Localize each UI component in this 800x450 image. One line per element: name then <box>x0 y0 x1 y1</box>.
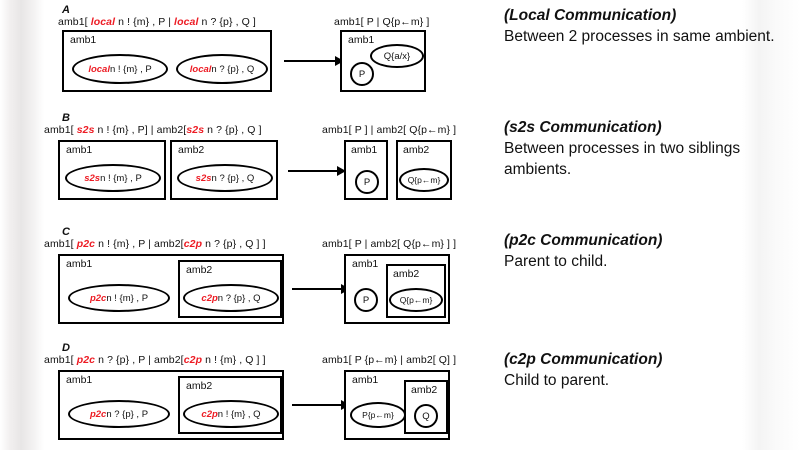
ambient-label-amb1: amb1 <box>70 34 97 46</box>
panel-c-result-outer-ambient-box: amb1 P amb2 Q{p←m} <box>344 254 450 324</box>
process-ellipse-send: p2c n ! {m} , P <box>68 284 170 312</box>
description-s2s: (s2s Communication) Between processes in… <box>504 118 790 180</box>
panel-b-source-ambient-box-2: amb2 s2s n ? {p} , Q <box>170 140 278 200</box>
description-p2c: (p2c Communication) Parent to child. <box>504 231 790 272</box>
process-ellipse-send: s2s n ! {m} , P <box>65 164 161 192</box>
panel-c-source-formula: amb1[ p2c n ! {m} , P | amb2[c2p n ? {p}… <box>44 238 266 250</box>
process-ellipse-q-subst: Q{p←m} <box>389 288 443 312</box>
panel-b-source-ambient-box-1: amb1 s2s n ! {m} , P <box>58 140 166 200</box>
panel-d-result-inner-ambient-box: amb2 Q <box>404 380 448 434</box>
ambient-label-amb1: amb1 <box>352 374 379 386</box>
reduction-arrow <box>288 166 346 176</box>
ambient-label-amb1: amb1 <box>348 34 375 46</box>
process-circle-p: P <box>350 62 374 86</box>
panel-c-result-inner-ambient-box: amb2 Q{p←m} <box>386 264 446 318</box>
keyword-c2p: c2p <box>183 238 203 250</box>
panel-d-source-inner-ambient-box: amb2 c2p n ! {m} , Q <box>178 376 282 434</box>
panel-a-letter: A <box>62 4 71 16</box>
panel-d-result-outer-ambient-box: amb1 P{p←m} amb2 Q <box>344 370 450 440</box>
panel-b-result-ambient-box-2: amb2 Q{p←m} <box>396 140 452 200</box>
ambient-label-amb2: amb2 <box>403 144 430 156</box>
description-title: (p2c Communication) <box>504 232 663 249</box>
process-ellipse-receive: s2s n ? {p} , Q <box>177 164 273 192</box>
process-ellipse-receive: p2c n ? {p} , P <box>68 400 170 428</box>
ambient-label-amb1: amb1 <box>66 144 93 156</box>
process-circle-p: P <box>355 170 379 194</box>
keyword-c2p: c2p <box>183 354 203 366</box>
panel-a-source-ambient-box: amb1 local n ! {m} , P local n ? {p} , Q <box>62 30 272 92</box>
process-ellipse-receive: c2p n ? {p} , Q <box>183 284 279 312</box>
description-body: Parent to child. <box>504 253 608 270</box>
panel-b-source-formula: amb1[ s2s n ! {m} , P] | amb2[s2s n ? {p… <box>44 124 262 136</box>
description-title: (Local Communication) <box>504 7 677 24</box>
description-c2p: (c2p Communication) Child to parent. <box>504 350 790 391</box>
panel-a-result-ambient-box: amb1 P Q{a/x} <box>340 30 426 92</box>
ambient-label-amb2: amb2 <box>186 380 213 392</box>
panel-a-source-formula: amb1[ local n ! {m} , P | local n ? {p} … <box>58 16 256 28</box>
description-body: Child to parent. <box>504 372 610 389</box>
ambient-label-amb2: amb2 <box>411 384 438 396</box>
process-ellipse-send: local n ! {m} , P <box>72 54 168 84</box>
reduction-arrow <box>292 284 350 294</box>
reduction-arrow <box>284 56 344 66</box>
process-circle-q: Q <box>414 404 438 428</box>
keyword-p2c: p2c <box>76 354 96 366</box>
panel-b-letter: B <box>62 112 71 124</box>
keyword-s2s: s2s <box>76 124 95 136</box>
process-ellipse-receive: local n ? {p} , Q <box>176 54 268 84</box>
ambient-label-amb1: amb1 <box>66 258 93 270</box>
panel-c-letter: C <box>62 226 71 238</box>
process-ellipse-send: c2p n ! {m} , Q <box>183 400 279 428</box>
panel-b-result-formula: amb1[ P ] | amb2[ Q{p←m} ] <box>322 124 457 136</box>
panel-a-result-formula: amb1[ P | Q{p←m} ] <box>334 16 430 28</box>
panel-b-result-ambient-box-1: amb1 P <box>344 140 388 200</box>
process-ellipse-q-subst: Q{a/x} <box>370 44 424 68</box>
description-local: (Local Communication) Between 2 processe… <box>504 6 790 47</box>
process-ellipse-q-subst: Q{p←m} <box>399 168 449 192</box>
keyword-local: local <box>174 16 199 28</box>
description-title: (s2s Communication) <box>504 119 662 136</box>
reduction-arrow <box>292 400 350 410</box>
panel-d-source-formula: amb1[ p2c n ? {p} , P | amb2[c2p n ! {m}… <box>44 354 266 366</box>
panel-d-result-formula: amb1[ P {p←m} | amb2[ Q] ] <box>322 354 457 366</box>
description-body: Between processes in two siblings ambien… <box>504 140 741 178</box>
keyword-s2s: s2s <box>186 124 205 136</box>
ambient-label-amb2: amb2 <box>393 268 420 280</box>
panel-c-result-formula: amb1[ P | amb2[ Q{p←m} ] ] <box>322 238 457 250</box>
description-body: Between 2 processes in same ambient. <box>504 28 775 45</box>
panel-d-letter: D <box>62 342 71 354</box>
description-title: (c2p Communication) <box>504 351 663 368</box>
panel-c-source-outer-ambient-box: amb1 p2c n ! {m} , P amb2 c2p n ? {p} , … <box>58 254 284 324</box>
process-circle-p: P <box>354 288 378 312</box>
panel-c-source-inner-ambient-box: amb2 c2p n ? {p} , Q <box>178 260 282 318</box>
panel-d-source-outer-ambient-box: amb1 p2c n ? {p} , P amb2 c2p n ! {m} , … <box>58 370 284 440</box>
keyword-local: local <box>90 16 116 28</box>
ambient-label-amb1: amb1 <box>352 258 379 270</box>
ambient-label-amb2: amb2 <box>178 144 205 156</box>
process-ellipse-p-subst: P{p←m} <box>350 402 406 428</box>
ambient-label-amb1: amb1 <box>351 144 378 156</box>
ambient-label-amb1: amb1 <box>66 374 93 386</box>
keyword-p2c: p2c <box>76 238 96 250</box>
ambient-label-amb2: amb2 <box>186 264 213 276</box>
